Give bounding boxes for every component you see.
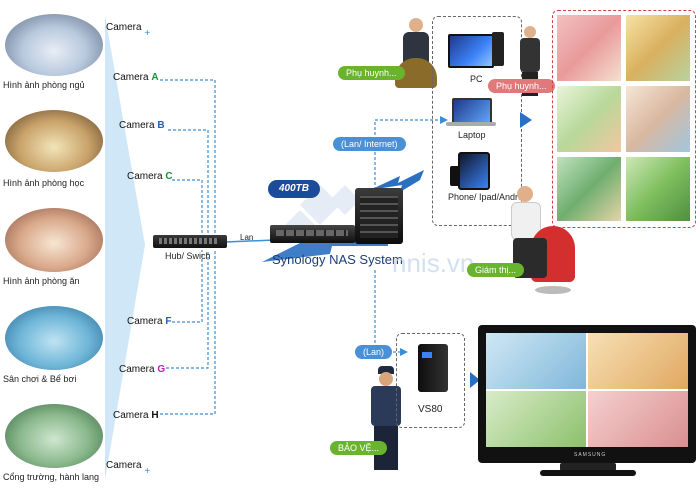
room-photo-bedroom <box>5 14 103 76</box>
photo-grid-box <box>552 10 696 228</box>
vs80-label: VS80 <box>418 404 443 415</box>
supervisor-figure-icon <box>505 186 577 298</box>
camera-bottom-label: Camera + <box>106 460 151 477</box>
room-photo-gate <box>5 404 103 468</box>
grid-photo-5 <box>557 157 621 221</box>
camera-c-label: Camera C <box>127 171 173 182</box>
pc-tower-icon <box>492 32 504 66</box>
laptop-icon <box>452 98 492 124</box>
camera-g-label: Camera G <box>119 364 166 375</box>
grid-photo-2 <box>626 15 690 81</box>
phone-icon <box>450 166 460 186</box>
laptop-label: Laptop <box>458 130 486 140</box>
lan-internet-pill: (Lan/ Internet) <box>333 137 406 151</box>
tv-screen <box>486 333 688 447</box>
supervisor-pill: Giám thị... <box>467 263 525 277</box>
pc-monitor-icon <box>448 34 494 68</box>
grid-photo-3 <box>557 86 621 152</box>
tv-brand: SAMSUNG <box>574 452 607 458</box>
room-label-classroom: Hình ảnh phòng học <box>3 178 85 188</box>
tv-stand <box>560 463 616 471</box>
camera-f-label: Camera F <box>127 316 172 327</box>
phone-label: Phone/ Ipad/Android <box>448 192 531 202</box>
grid-photo-1 <box>557 15 621 81</box>
devices-box <box>432 16 522 226</box>
lan-label: Lan <box>240 233 254 242</box>
watermark: nnis.vn <box>392 248 475 278</box>
laptop-base <box>446 122 496 126</box>
guard-pill: BẢO VỆ... <box>330 441 388 455</box>
camera-a-label: Camera A <box>113 72 159 83</box>
room-photo-classroom <box>5 110 103 172</box>
nas-tower-unit <box>355 188 403 244</box>
room-label-gate: Cổng trường, hành lang <box>3 472 99 482</box>
room-photo-pool <box>5 306 103 370</box>
camera-h-label: Camera H <box>113 410 159 421</box>
hub-switch-device <box>153 235 227 248</box>
vs80-box <box>396 333 465 428</box>
lan-pill: (Lan) <box>355 345 393 359</box>
parent-pill-2: Phụ huynh... <box>488 79 555 93</box>
room-label-dining: Hình ảnh phòng ăn <box>3 276 80 286</box>
tv-frame: SAMSUNG <box>478 325 696 463</box>
camera-top-label: Camera + <box>106 22 151 39</box>
parent-pill-1: Phụ huynh... <box>338 66 405 80</box>
nas-system-label: Synology NAS System <box>272 252 403 267</box>
camera-b-label: Camera B <box>119 120 165 131</box>
tv-base <box>540 470 636 476</box>
grid-photo-4 <box>626 86 690 152</box>
vs80-device-icon <box>418 344 448 392</box>
nas-rack-unit <box>270 225 355 243</box>
room-label-bedroom: Hình ảnh phòng ngủ <box>3 80 85 90</box>
room-label-pool: Sân chơi & Bể bơi <box>3 374 77 384</box>
pc-label: PC <box>470 74 483 84</box>
capacity-badge: 400TB <box>268 180 320 198</box>
room-photo-dining <box>5 208 103 272</box>
tablet-icon <box>458 152 490 190</box>
grid-photo-6 <box>626 157 690 221</box>
hub-label: Hub/ Swich <box>165 251 211 261</box>
